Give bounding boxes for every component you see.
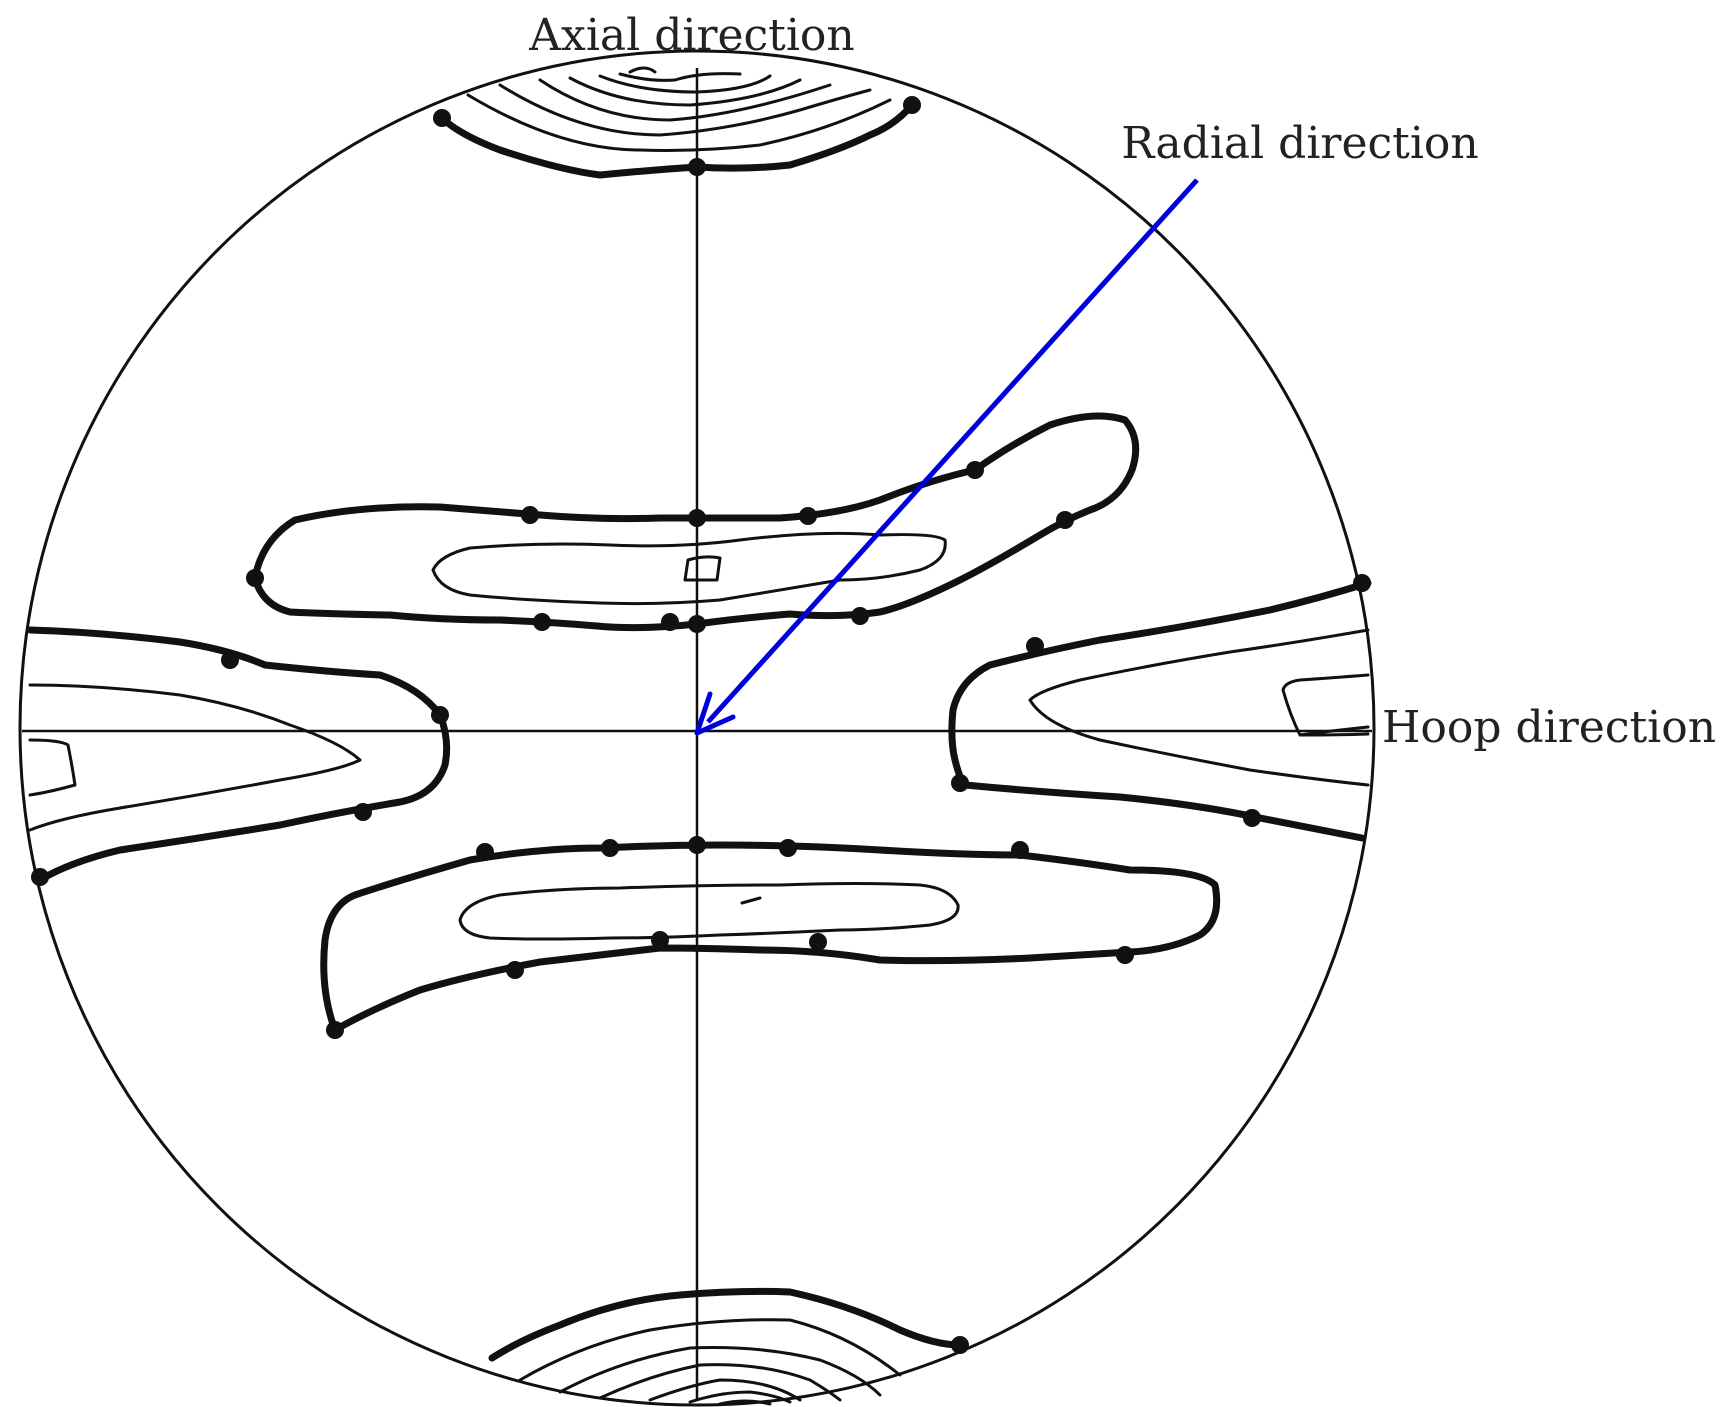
axial-direction-label: Axial direction xyxy=(528,10,855,61)
contour-bottom-cap xyxy=(488,1287,964,1406)
hoop-direction-label: Hoop direction xyxy=(1382,702,1716,753)
radial-direction-arrow xyxy=(694,178,1199,736)
radial-direction-label: Radial direction xyxy=(1121,118,1478,169)
contour-right-band xyxy=(948,579,1372,842)
contour-left-band xyxy=(26,626,451,884)
contour-lower-band xyxy=(320,841,1221,1034)
contour-top-cap xyxy=(438,66,916,179)
contour-markers xyxy=(31,96,1371,1354)
stereographic-circle xyxy=(18,49,1376,1407)
